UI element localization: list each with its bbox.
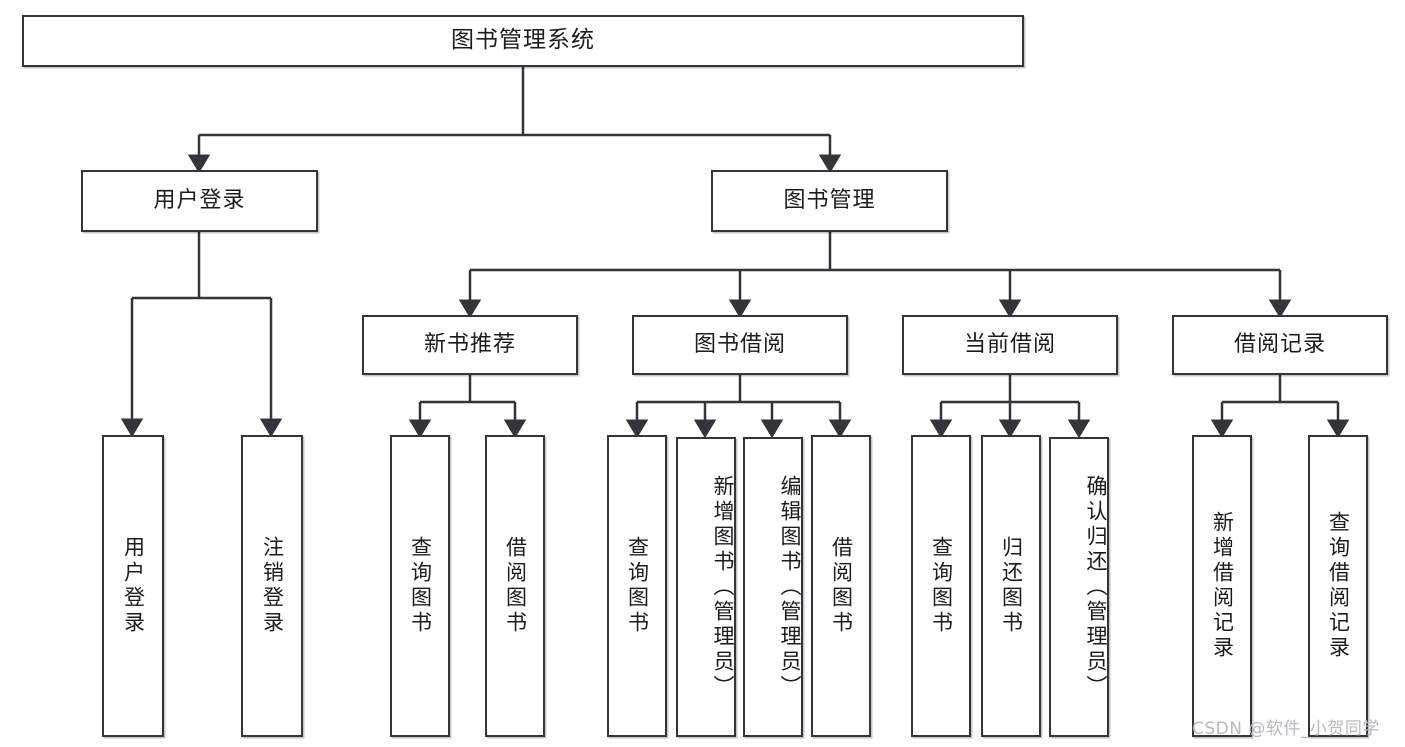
leaf-borrow-query-book[interactable]: 查询图书 <box>607 435 667 737</box>
node-borrow-record[interactable]: 借阅记录 <box>1172 315 1388 375</box>
leaf-user-login-logout[interactable]: 注销登录 <box>241 435 303 737</box>
leaf-label: 新增图书（管理员） <box>711 474 735 700</box>
leaf-label: 编辑图书（管理员） <box>778 474 802 700</box>
leaf-new-book-query[interactable]: 查询图书 <box>390 435 450 737</box>
node-book-management[interactable]: 图书管理 <box>711 170 948 232</box>
leaf-borrow-add-book[interactable]: 新增图书（管理员） <box>676 437 736 737</box>
node-root-system[interactable]: 图书管理系统 <box>22 15 1024 67</box>
leaf-new-book-borrow[interactable]: 借阅图书 <box>485 435 545 737</box>
node-user-login[interactable]: 用户登录 <box>81 170 318 232</box>
node-current-borrow[interactable]: 当前借阅 <box>902 315 1118 375</box>
leaf-user-login-login[interactable]: 用户登录 <box>102 435 164 737</box>
leaf-current-query-book[interactable]: 查询图书 <box>911 435 971 737</box>
leaf-record-add[interactable]: 新增借阅记录 <box>1192 435 1252 737</box>
leaf-label: 注销登录 <box>260 536 285 636</box>
leaf-borrow-borrow-book[interactable]: 借阅图书 <box>811 435 871 737</box>
leaf-label: 查询借阅记录 <box>1326 511 1351 661</box>
leaf-label: 新增借阅记录 <box>1210 511 1235 661</box>
leaf-label: 确认归还（管理员） <box>1084 474 1108 700</box>
leaf-label: 借阅图书 <box>829 536 854 636</box>
leaf-label: 查询图书 <box>408 536 433 636</box>
leaf-label: 查询图书 <box>929 536 954 636</box>
leaf-current-return-book[interactable]: 归还图书 <box>981 435 1041 737</box>
leaf-label: 用户登录 <box>121 536 146 636</box>
leaf-label: 借阅图书 <box>503 536 528 636</box>
node-book-borrow[interactable]: 图书借阅 <box>632 315 848 375</box>
watermark-text: CSDN @软件_小贺同学 <box>1192 719 1380 739</box>
leaf-current-confirm-return[interactable]: 确认归还（管理员） <box>1049 437 1109 737</box>
node-new-book-recommend[interactable]: 新书推荐 <box>362 315 578 375</box>
leaf-borrow-edit-book[interactable]: 编辑图书（管理员） <box>743 437 803 737</box>
leaf-record-query[interactable]: 查询借阅记录 <box>1308 435 1368 737</box>
leaf-label: 查询图书 <box>625 536 650 636</box>
leaf-label: 归还图书 <box>999 536 1024 636</box>
